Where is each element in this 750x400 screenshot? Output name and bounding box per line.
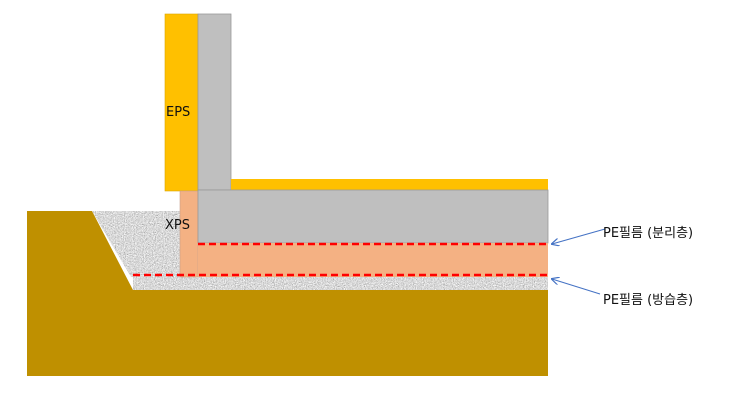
concrete-slab <box>197 189 549 244</box>
label-pe-separation: PE필름 (분리층) <box>603 226 694 241</box>
xps-edge-insulation <box>179 190 199 278</box>
soil-ground <box>27 211 548 376</box>
arrow-separation <box>552 228 606 244</box>
eps-wall-insulation <box>164 13 199 192</box>
label-pe-vapor-barrier: PE필름 (방습층) <box>603 293 694 308</box>
eps-floor-strip <box>231 179 548 190</box>
gravel-base-layer <box>133 277 548 290</box>
label-eps: EPS <box>166 105 191 120</box>
concrete-wall <box>197 13 232 191</box>
xps-floor-insulation <box>198 243 548 277</box>
label-xps: XPS <box>165 218 190 233</box>
arrow-vapor-barrier <box>552 279 601 295</box>
